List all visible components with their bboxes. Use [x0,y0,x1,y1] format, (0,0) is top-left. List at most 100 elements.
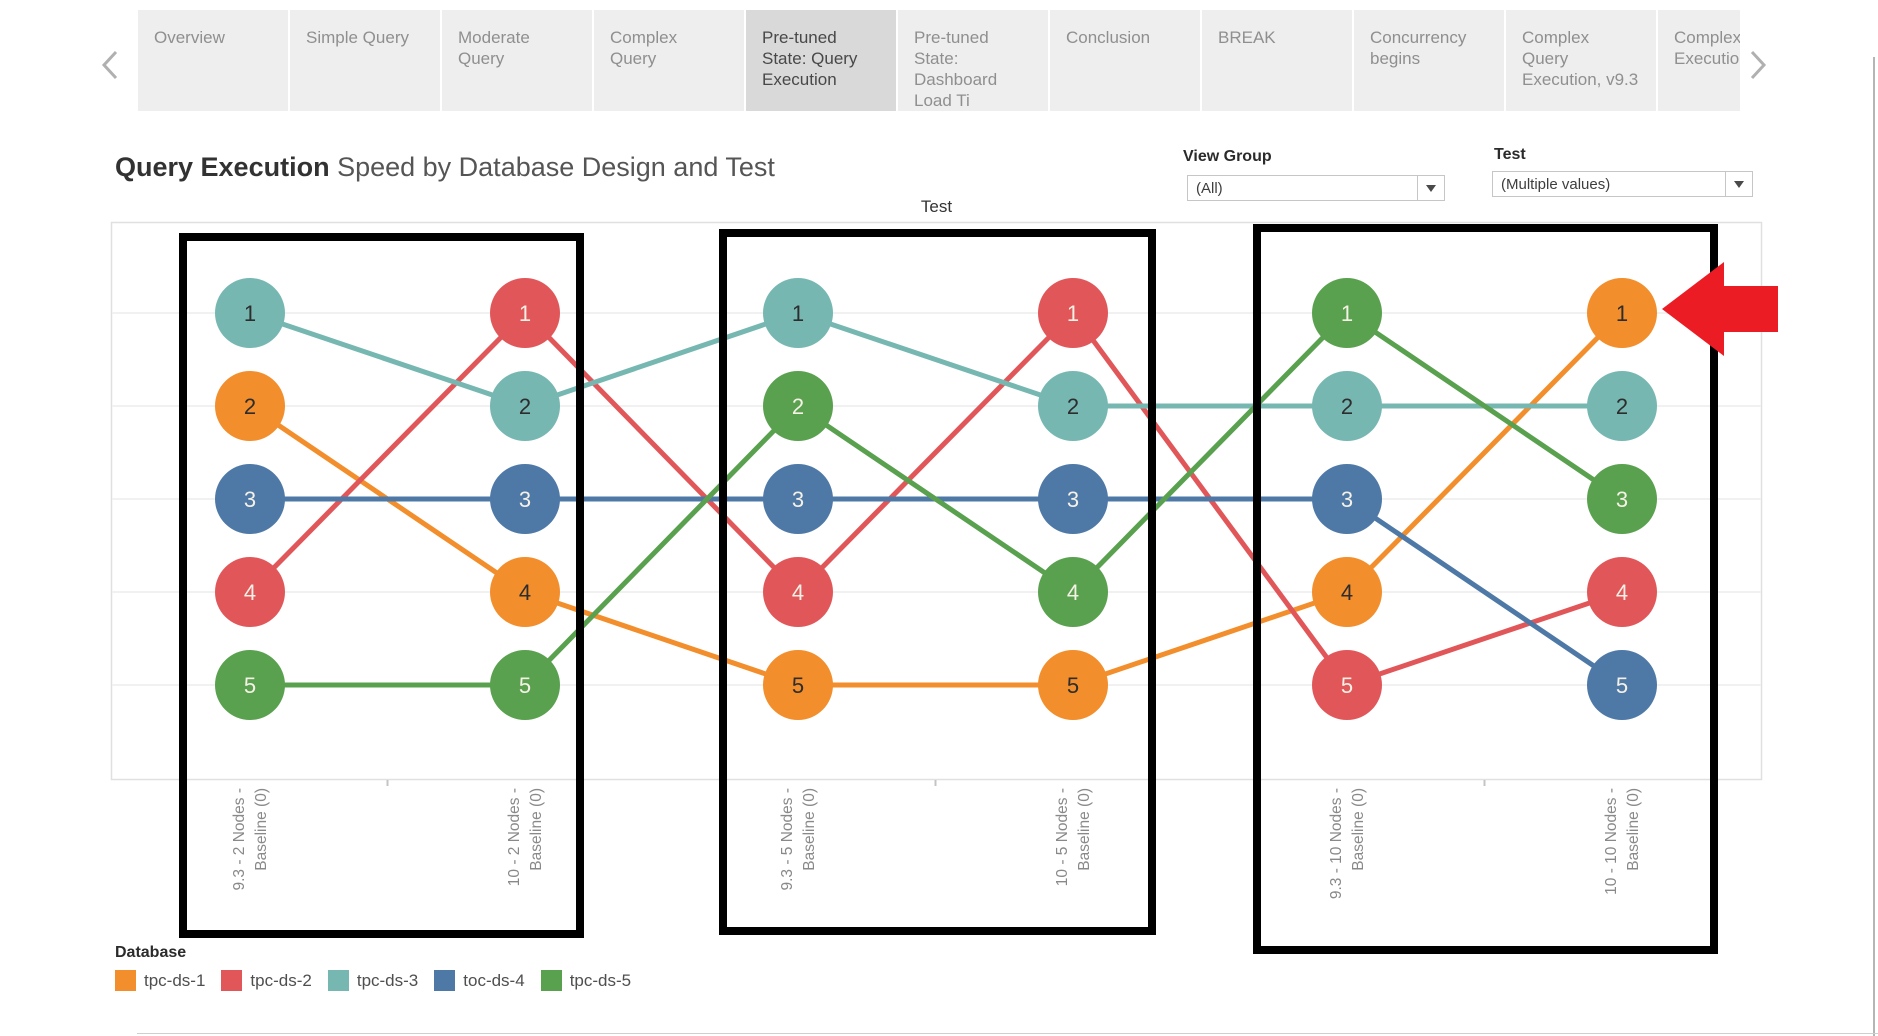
rank-node-toc-ds-4[interactable] [215,464,285,534]
legend-title: Database [115,944,187,961]
series-line-tpc-ds-3[interactable] [249,310,1622,409]
rank-node-toc-ds-4[interactable] [1038,464,1108,534]
rank-node-toc-ds-4[interactable] [1312,464,1382,534]
rank-node-toc-ds-4[interactable] [1587,650,1657,720]
rank-node-number: 1 [1616,301,1628,326]
legend-item-tpc-ds-2[interactable]: tpc-ds-2 [221,970,312,991]
group-annotation-box-2 [719,229,1156,935]
rank-node-tpc-ds-3[interactable] [1038,371,1108,441]
chevron-down-icon [1426,184,1436,192]
tab-pre-tuned-state-query-execution[interactable]: Pre-tuned State: Query Execution [746,10,896,111]
view-group-dropdown-button[interactable] [1417,176,1444,200]
legend-swatch-toc-ds-4 [434,970,456,991]
rank-node-number: 2 [1341,394,1353,419]
rank-node-tpc-ds-2[interactable] [1587,557,1657,627]
x-axis-label: 9.3 - 2 Nodes - [231,788,248,891]
rank-node-number: 5 [1067,673,1079,698]
series-line-tpc-ds-1[interactable] [248,311,1624,688]
view-group-dropdown-value: (All) [1196,179,1223,197]
rank-node-number: 3 [1067,487,1079,512]
rank-node-number: 4 [519,580,531,605]
chevron-down-icon [1734,180,1744,188]
rank-node-number: 4 [244,580,256,605]
tab-complex-query[interactable]: Complex Query [594,10,744,111]
rank-node-toc-ds-4[interactable] [763,464,833,534]
tab-moderate-query[interactable]: Moderate Query [442,10,592,111]
x-axis-label: 10 - 10 Nodes - [1603,788,1620,895]
rank-node-tpc-ds-3[interactable] [215,278,285,348]
tabs-scroll-left-icon[interactable] [96,48,126,82]
test-dropdown-value: (Multiple values) [1501,175,1611,193]
rank-node-tpc-ds-2[interactable] [490,278,560,348]
rank-node-tpc-ds-1[interactable] [1312,557,1382,627]
rank-node-tpc-ds-1[interactable] [1038,650,1108,720]
legend-item-toc-ds-4[interactable]: toc-ds-4 [434,970,525,991]
page-title: Query Execution Speed by Database Design… [115,152,775,183]
color-legend: Database tpc-ds-1 tpc-ds-2 tpc-ds-3 toc-ds-… [115,944,647,991]
rank-node-tpc-ds-5[interactable] [490,650,560,720]
rank-node-tpc-ds-5[interactable] [1312,278,1382,348]
rank-node-tpc-ds-3[interactable] [1587,371,1657,441]
x-axis-label: Baseline (0) [253,788,270,871]
legend-item-tpc-ds-3[interactable]: tpc-ds-3 [327,970,418,991]
legend-item-tpc-ds-5[interactable]: tpc-ds-5 [540,970,631,991]
rank-node-tpc-ds-2[interactable] [215,557,285,627]
rank-node-number: 3 [519,487,531,512]
rank-node-tpc-ds-5[interactable] [1038,557,1108,627]
test-dropdown[interactable]: (Multiple values) [1492,171,1753,197]
tab-overview[interactable]: Overview [138,10,288,111]
tab-conclusion[interactable]: Conclusion [1050,10,1200,111]
legend-label: tpc-ds-1 [144,970,206,990]
rank-node-tpc-ds-2[interactable] [1312,650,1382,720]
rank-node-number: 1 [792,301,804,326]
x-axis-label: 9.3 - 10 Nodes - [1328,788,1345,899]
rank-node-tpc-ds-1[interactable] [215,371,285,441]
series-line-tpc-ds-5[interactable] [250,309,1624,688]
rank-node-tpc-ds-1[interactable] [1587,278,1657,348]
page-title-bold: Query Execution [115,152,330,182]
rank-node-tpc-ds-5[interactable] [1587,464,1657,534]
legend-label: tpc-ds-2 [250,970,312,990]
rank-node-tpc-ds-3[interactable] [763,278,833,348]
x-axis-label: 9.3 - 5 Nodes - [779,788,796,891]
rank-node-tpc-ds-2[interactable] [763,557,833,627]
rank-node-tpc-ds-5[interactable] [763,371,833,441]
tab-break[interactable]: BREAK [1202,10,1352,111]
rank-node-tpc-ds-1[interactable] [490,557,560,627]
tab-concurrency-begins[interactable]: Concurrency begins [1354,10,1504,111]
series-line-tpc-ds-2[interactable] [248,309,1623,688]
rank-node-tpc-ds-3[interactable] [1312,371,1382,441]
tab-complex-executio[interactable]: Complex Executio [1658,10,1740,111]
rank-node-number: 5 [244,673,256,698]
rank-node-number: 1 [519,301,531,326]
arrow-annotation-icon [1662,262,1778,356]
tab-pre-tuned-state-dashboard-load-ti[interactable]: Pre-tuned State: Dashboard Load Ti [898,10,1048,111]
tab-complex-query-execution-v9-3[interactable]: Complex Query Execution, v9.3 [1506,10,1656,111]
rank-node-number: 2 [244,394,256,419]
rank-node-number: 5 [519,673,531,698]
chart-column-axis-title: Test [920,197,953,216]
rank-node-tpc-ds-3[interactable] [490,371,560,441]
rank-node-number: 5 [1341,673,1353,698]
tab-simple-query[interactable]: Simple Query [290,10,440,111]
rank-node-tpc-ds-2[interactable] [1038,278,1108,348]
legend-item-tpc-ds-1[interactable]: tpc-ds-1 [115,970,205,991]
tabs-scroll-right-icon[interactable] [1742,48,1772,82]
legend-items: tpc-ds-1 tpc-ds-2 tpc-ds-3 toc-ds-4 tpc-ds-5 [115,970,647,991]
test-dropdown-button[interactable] [1725,172,1752,196]
bottom-divider [137,1033,1878,1034]
view-group-dropdown[interactable]: (All) [1187,175,1445,201]
x-axis-label: 10 - 2 Nodes - [506,788,523,886]
legend-swatch-tpc-ds-3 [327,970,349,991]
x-axis-label: 10 - 5 Nodes - [1054,788,1071,886]
x-axis-label: Baseline (0) [1625,788,1642,871]
rank-node-tpc-ds-5[interactable] [215,650,285,720]
vertical-scrollbar[interactable] [1873,57,1875,1036]
rank-node-tpc-ds-1[interactable] [763,650,833,720]
rank-node-number: 3 [244,487,256,512]
rank-node-toc-ds-4[interactable] [490,464,560,534]
